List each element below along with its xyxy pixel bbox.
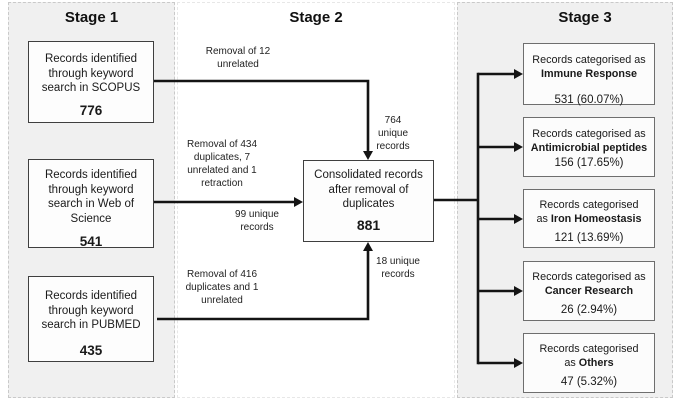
scopus-records-text: Records identified through keyword searc… xyxy=(41,53,141,95)
label-unique-wos: 99 unique records xyxy=(235,209,279,233)
consolidated-records-text: Consolidated records after removal of du… xyxy=(314,169,423,211)
pubmed-records-box: Records identified through keyword searc… xyxy=(28,276,154,362)
category-name: Immune Response xyxy=(541,68,637,81)
label-removal-wos: Removal of 434 duplicates, 7 unrelated a… xyxy=(186,139,258,189)
wos-records-text: Records identified through keyword searc… xyxy=(44,169,138,226)
category-box-antimicrobial-peptides: Records categorised as Antimicrobial pep… xyxy=(523,117,655,177)
label-removal-scopus: Removal of 12 unrelated xyxy=(205,46,271,70)
wos-records-count: 541 xyxy=(79,233,103,249)
category-count: 156 (17.65%) xyxy=(554,157,624,170)
category-box-cancer-research: Records categorised as Cancer Research 2… xyxy=(523,261,655,321)
category-count: 26 (2.94%) xyxy=(560,304,618,317)
consolidated-records-count: 881 xyxy=(356,217,381,234)
category-line1: Records categorised xyxy=(539,199,639,211)
stage2-title: Stage 2 xyxy=(289,9,343,26)
category-name: Cancer Research xyxy=(544,285,634,298)
scopus-records-count: 776 xyxy=(79,103,103,119)
category-line1: Records categorised xyxy=(539,343,639,355)
category-count: 47 (5.32%) xyxy=(560,376,618,389)
stage1-title: Stage 1 xyxy=(64,9,119,26)
category-count: 121 (13.69%) xyxy=(554,232,624,245)
category-line2: as Others xyxy=(564,357,614,370)
category-name: Iron Homeostasis xyxy=(550,213,642,226)
category-name: Antimicrobial peptides xyxy=(530,142,648,155)
category-count: 531 (60.07%) xyxy=(554,94,624,107)
label-removal-pubmed: Removal of 416 duplicates and 1 unrelate… xyxy=(185,269,259,306)
category-line1: Records categorised as xyxy=(532,54,646,66)
category-line2: Antimicrobial peptides xyxy=(524,141,654,155)
stage3-title: Stage 3 xyxy=(558,9,612,26)
category-line2: as Iron Homeostasis xyxy=(536,213,642,226)
consolidated-records-box: Consolidated records after removal of du… xyxy=(303,160,434,242)
scopus-records-box: Records identified through keyword searc… xyxy=(28,41,154,123)
category-line1: Records categorised as xyxy=(532,128,646,140)
label-unique-pubmed: 18 unique records xyxy=(376,256,420,280)
category-line2: Cancer Research xyxy=(524,284,654,298)
label-unique-scopus: 764 unique records xyxy=(376,115,410,152)
category-line1: Records categorised as xyxy=(532,271,646,283)
pubmed-records-count: 435 xyxy=(79,343,103,359)
category-name: Others xyxy=(578,357,614,370)
wos-records-box: Records identified through keyword searc… xyxy=(28,159,154,249)
pubmed-records-text: Records identified through keyword searc… xyxy=(41,290,141,332)
category-box-others: Records categorised as Others 47 (5.32%) xyxy=(523,333,655,393)
category-box-immune-response: Records categorised as Immune Response 5… xyxy=(523,43,655,107)
category-line2: Immune Response xyxy=(524,67,654,81)
category-box-iron-homeostasis: Records categorised as Iron Homeostasis … xyxy=(523,189,655,248)
